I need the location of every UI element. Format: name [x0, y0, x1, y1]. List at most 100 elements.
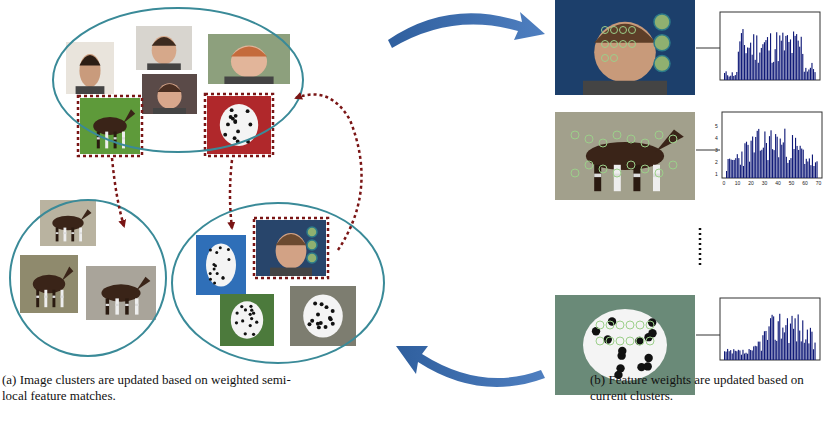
histogram-bar — [752, 55, 753, 80]
photo-part — [52, 290, 55, 307]
ellipsis-line — [699, 228, 702, 268]
photo-part — [241, 319, 244, 322]
histogram-frame — [720, 298, 820, 360]
axis-tick: 30 — [762, 180, 768, 186]
histogram-bar — [772, 149, 773, 178]
histogram-bar — [755, 60, 756, 80]
histogram-bar — [793, 329, 794, 360]
loop-arrow — [396, 346, 545, 387]
photo-part — [209, 272, 212, 275]
feature-patch — [646, 337, 654, 345]
move-arrow — [296, 94, 362, 250]
feature-patch — [626, 337, 634, 345]
histogram-bar — [739, 350, 740, 360]
histogram-bar — [787, 163, 788, 178]
photo-part — [614, 165, 621, 191]
feature-patch — [641, 165, 649, 173]
histogram-bar — [788, 42, 789, 80]
histogram-bar — [805, 339, 806, 360]
histogram-bar — [798, 41, 799, 80]
histogram-bar — [762, 335, 763, 360]
photo-part — [152, 36, 177, 64]
histogram-bar — [745, 53, 746, 80]
histogram-bar — [741, 152, 742, 178]
face-photo — [136, 26, 192, 70]
histogram-bar — [726, 71, 727, 80]
photo-part — [317, 325, 321, 329]
histogram-bar — [815, 162, 816, 178]
photo-part — [79, 228, 82, 242]
photo-part — [44, 296, 47, 298]
photo-part — [329, 317, 333, 321]
histogram-bar — [764, 331, 765, 360]
photo-part — [324, 325, 328, 329]
photo-part — [648, 318, 656, 326]
photo-part — [79, 55, 100, 65]
photo-part — [220, 104, 258, 146]
feature-patch — [620, 27, 627, 34]
histogram-bar — [783, 142, 784, 178]
feature-patch — [571, 169, 579, 177]
photo-part — [235, 321, 238, 324]
histogram-bar — [749, 162, 750, 178]
photo-part — [230, 108, 234, 112]
histogram-bar — [750, 43, 751, 80]
feature-patch — [629, 41, 636, 48]
okapi-photo — [40, 200, 96, 246]
histogram-bar — [809, 158, 810, 178]
histogram-bar — [781, 41, 782, 80]
histogram-bar — [802, 54, 803, 80]
photo-part — [80, 209, 91, 221]
histogram-bar — [740, 165, 741, 178]
histogram-bar — [803, 150, 804, 178]
axis-tick: 0 — [723, 180, 726, 186]
histogram-bar — [732, 353, 733, 360]
histogram-bar — [752, 136, 753, 178]
histogram-bar — [801, 341, 802, 360]
histogram-bar — [804, 72, 805, 80]
histogram-bar — [759, 342, 760, 360]
subfigure-caption: (b) Feature weights are updated based on… — [590, 372, 830, 404]
photo-part — [79, 232, 82, 234]
histogram-bar — [738, 52, 739, 80]
feature-patch — [654, 35, 670, 51]
photo-part — [236, 129, 240, 133]
histogram-bar — [798, 150, 799, 178]
feature-patch — [602, 27, 609, 34]
histogram-bar — [732, 160, 733, 178]
photo-part — [106, 298, 110, 314]
histogram-bar — [801, 37, 802, 80]
photo-part — [215, 251, 218, 254]
photo-part — [115, 304, 119, 306]
histogram-bar — [807, 161, 808, 178]
axis-tick: 40 — [775, 180, 781, 186]
axis-tick: 70 — [816, 180, 822, 186]
histogram-bar — [805, 68, 806, 80]
photo-part — [249, 324, 252, 327]
histogram-bar — [764, 131, 765, 178]
photo-part — [250, 317, 253, 320]
histogram-bar — [773, 316, 774, 360]
histogram-bar — [761, 351, 762, 360]
histogram-bar — [758, 63, 759, 80]
histogram-bar — [772, 315, 773, 360]
photo-part — [125, 298, 129, 314]
histogram-bar — [759, 53, 760, 80]
histogram-bar — [764, 42, 765, 80]
axis-tick: 2 — [715, 159, 718, 165]
face-photo — [208, 34, 290, 84]
feature-patch — [627, 161, 635, 169]
histogram-bar — [775, 340, 776, 360]
photo-part — [136, 277, 150, 291]
histogram-bar — [727, 349, 728, 360]
photo-part — [276, 234, 307, 245]
okapi-photo — [86, 266, 156, 320]
histogram-bar — [727, 75, 728, 80]
histogram-bar — [767, 160, 768, 178]
histogram-bar — [808, 343, 809, 360]
histogram-bar — [744, 45, 745, 80]
histogram-bar — [755, 137, 756, 178]
feature-patch — [616, 337, 624, 345]
photo-part — [122, 137, 125, 139]
histogram-bar — [812, 155, 813, 178]
